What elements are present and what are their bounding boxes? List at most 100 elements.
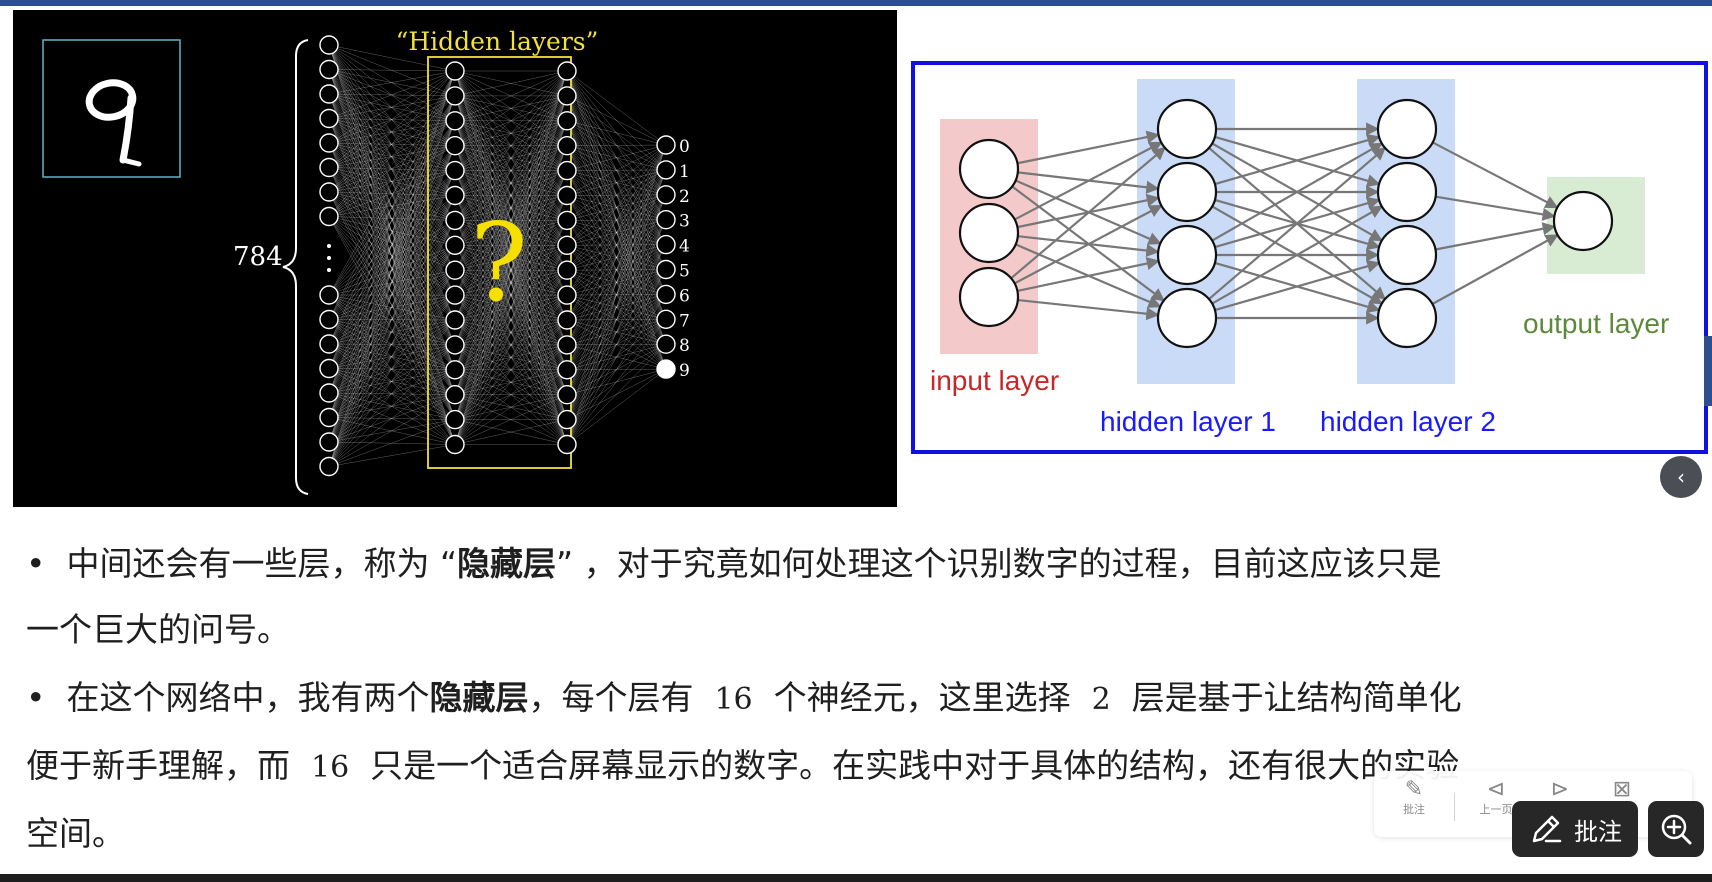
hidden-layer-1-label: hidden layer 1 — [1100, 406, 1276, 437]
hidden-layer-1-neuron — [445, 61, 465, 81]
connection-arrow — [1431, 234, 1559, 305]
hidden-layer-1-neuron — [445, 86, 465, 106]
bullet-2-line-3: 空间。 — [26, 814, 125, 853]
output-neuron — [656, 284, 676, 305]
bullet-symbol: • — [26, 678, 46, 717]
hidden-layer-1-neuron — [445, 235, 465, 256]
input-neuron — [319, 407, 339, 428]
output-digit-label: 0 — [679, 137, 690, 157]
hidden-layer-2-neuron — [557, 210, 577, 231]
hidden-layer-2-neuron — [557, 185, 577, 206]
connection-arrow — [1017, 257, 1160, 293]
hidden-1-node — [1156, 287, 1218, 349]
close-toolbar-button[interactable]: ⊠ — [1592, 777, 1652, 803]
next-page-icon: ⊳ — [1550, 777, 1570, 802]
hidden-2-node — [1376, 98, 1438, 160]
hidden-2-node — [1376, 224, 1438, 286]
connection-arrow — [1435, 222, 1556, 251]
output-digit-label: 2 — [679, 187, 690, 207]
output-digit-label: 5 — [679, 262, 690, 282]
bullet-symbol: • — [26, 544, 46, 583]
hidden-layer-2-neuron — [557, 260, 577, 280]
output-neuron — [656, 135, 676, 155]
output-neuron — [656, 209, 676, 230]
next-page-button[interactable]: ⊳ — [1530, 777, 1590, 803]
hidden-layer-2-neuron — [557, 160, 577, 181]
hidden-layer-1-neuron — [445, 335, 465, 355]
hidden-layer-1-neuron — [445, 185, 465, 206]
hidden-layer-2-label: hidden layer 2 — [1320, 406, 1496, 437]
connection-arrow — [1014, 141, 1163, 221]
hidden-layer-2-neuron — [557, 385, 577, 405]
hidden-layer-2-neuron — [557, 310, 577, 330]
side-panel-handle[interactable] — [1704, 336, 1712, 406]
hidden-1-node — [1156, 224, 1218, 286]
annotate-tool[interactable]: ✎ 批注 — [1384, 777, 1444, 817]
output-neuron — [656, 259, 676, 280]
chevron-left-circle-icon: ⊲ — [1486, 777, 1506, 802]
pen-icon: ✎ — [1404, 777, 1424, 802]
ellipsis-dots — [327, 244, 331, 272]
input-neuron — [319, 285, 339, 305]
hidden-layer-1-neuron — [445, 360, 465, 380]
hidden-layer-1-neuron — [445, 285, 465, 305]
hidden-layer-2-neuron — [557, 360, 577, 380]
connection-arrow — [1211, 142, 1383, 242]
hidden-layer-2-neuron — [557, 285, 577, 305]
bullet-2-line-1: • 在这个网络中，我有两个隐藏层，每个层有 16 个神经元，这里选择 2 层是基… — [26, 678, 1462, 717]
question-mark: ? — [470, 201, 528, 326]
output-digit-label: 7 — [679, 311, 690, 331]
hidden-layer-1-neuron — [445, 135, 465, 156]
connection-arrow — [1214, 259, 1381, 312]
connection-arrow — [1017, 298, 1160, 321]
hidden-layer-1-neuron — [445, 210, 465, 231]
prev-page-button[interactable]: ⊲ 上一页 — [1466, 777, 1526, 817]
input-neuron — [319, 432, 339, 452]
output-node — [1552, 190, 1614, 252]
input-neuron — [319, 35, 339, 55]
hidden-layer-1-neuron — [445, 160, 465, 181]
input-node — [958, 266, 1020, 328]
hidden-1-node — [1156, 98, 1218, 160]
hidden-1-node — [1156, 161, 1218, 223]
collapse-button[interactable]: ‹ — [1660, 456, 1702, 498]
input-neuron — [319, 309, 339, 330]
close-icon: ⊠ — [1612, 777, 1632, 802]
input-brace — [282, 39, 309, 495]
output-digit-label: 1 — [679, 162, 690, 182]
digit-nine-image — [85, 79, 142, 167]
hidden-layers-title: “Hidden layers” — [396, 27, 599, 56]
connection-arrow — [1214, 133, 1381, 186]
hidden-layer-2-neuron — [557, 235, 577, 256]
connection-arrow — [1211, 205, 1383, 305]
hidden-layer-2-neuron — [557, 409, 577, 430]
hidden-layer-2-neuron — [557, 86, 577, 106]
zoom-in-button[interactable] — [1648, 801, 1704, 857]
input-neuron — [319, 182, 339, 202]
output-neuron — [656, 309, 676, 329]
hidden-layer-2-neuron — [557, 335, 577, 355]
pencil-icon — [1532, 815, 1562, 843]
input-neuron — [319, 157, 339, 178]
annotate-button[interactable]: 批注 — [1512, 801, 1638, 857]
connection-arrow — [1435, 195, 1556, 221]
bold-term: 隐藏层 — [457, 544, 557, 583]
connection-arrow — [1208, 147, 1387, 300]
output-neuron — [656, 234, 676, 255]
hidden-layer-1-neuron — [445, 385, 465, 405]
output-neuron — [656, 359, 676, 379]
connection-arrow — [1014, 204, 1163, 285]
digit-frame — [42, 39, 181, 178]
input-neuron — [319, 133, 339, 153]
input-layer-label: input layer — [930, 365, 1059, 396]
output-neuron — [656, 185, 676, 205]
input-neuron — [319, 59, 339, 80]
output-digit-label: 9 — [679, 361, 690, 381]
output-digit-label: 8 — [679, 336, 690, 356]
output-digit-label: 6 — [679, 286, 690, 306]
annotate-button-label: 批注 — [1574, 817, 1622, 846]
hidden-layer-2-neuron — [557, 434, 577, 455]
input-neuron — [319, 206, 339, 227]
connection-arrow — [1432, 141, 1559, 209]
